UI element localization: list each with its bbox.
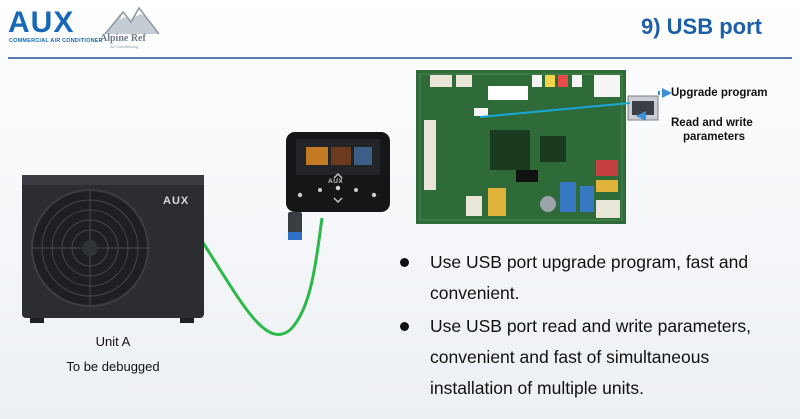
outdoor-unit [22,175,204,323]
unit-status: To be debugged [66,359,160,374]
header-divider [8,57,792,59]
bullet-line: installation of multiple units. [430,378,644,398]
read-write-label-line1: Read and write [671,117,753,129]
wired-controller [286,132,390,240]
controller-logo: AUX [328,178,344,185]
bullet-line: Use USB port upgrade program, fast and [430,252,749,272]
bullet-dot-icon [400,322,409,331]
bullet-line: Use USB port read and write parameters, [430,316,751,336]
bullet-line: convenient and fast of simultaneous [430,347,710,367]
aux-logo: AUX [8,6,75,39]
bullet-item: Use USB port read and write parameters, … [396,311,796,404]
pcb-board [416,70,659,224]
partner-name: Alpine Ref [100,33,146,44]
bullet-item: Use USB port upgrade program, fast and c… [396,247,796,309]
unit-logo: AUX [163,195,190,207]
partner-subtitle: Air Conditioning [110,44,139,49]
bullet-list: Use USB port upgrade program, fast and c… [396,247,796,406]
slide-title: 9) USB port [641,14,762,39]
arrows [636,88,672,121]
connection-cable [198,217,324,336]
mountain-icon [104,6,160,35]
bullet-line: convenient. [430,283,520,303]
unit-name: Unit A [95,334,131,349]
bullet-dot-icon [400,258,409,267]
upgrade-program-label: Upgrade program [671,87,768,99]
aux-tagline: COMMERCIAL AIR CONDITIONER [9,38,103,44]
read-write-label-line2: parameters [683,131,746,143]
